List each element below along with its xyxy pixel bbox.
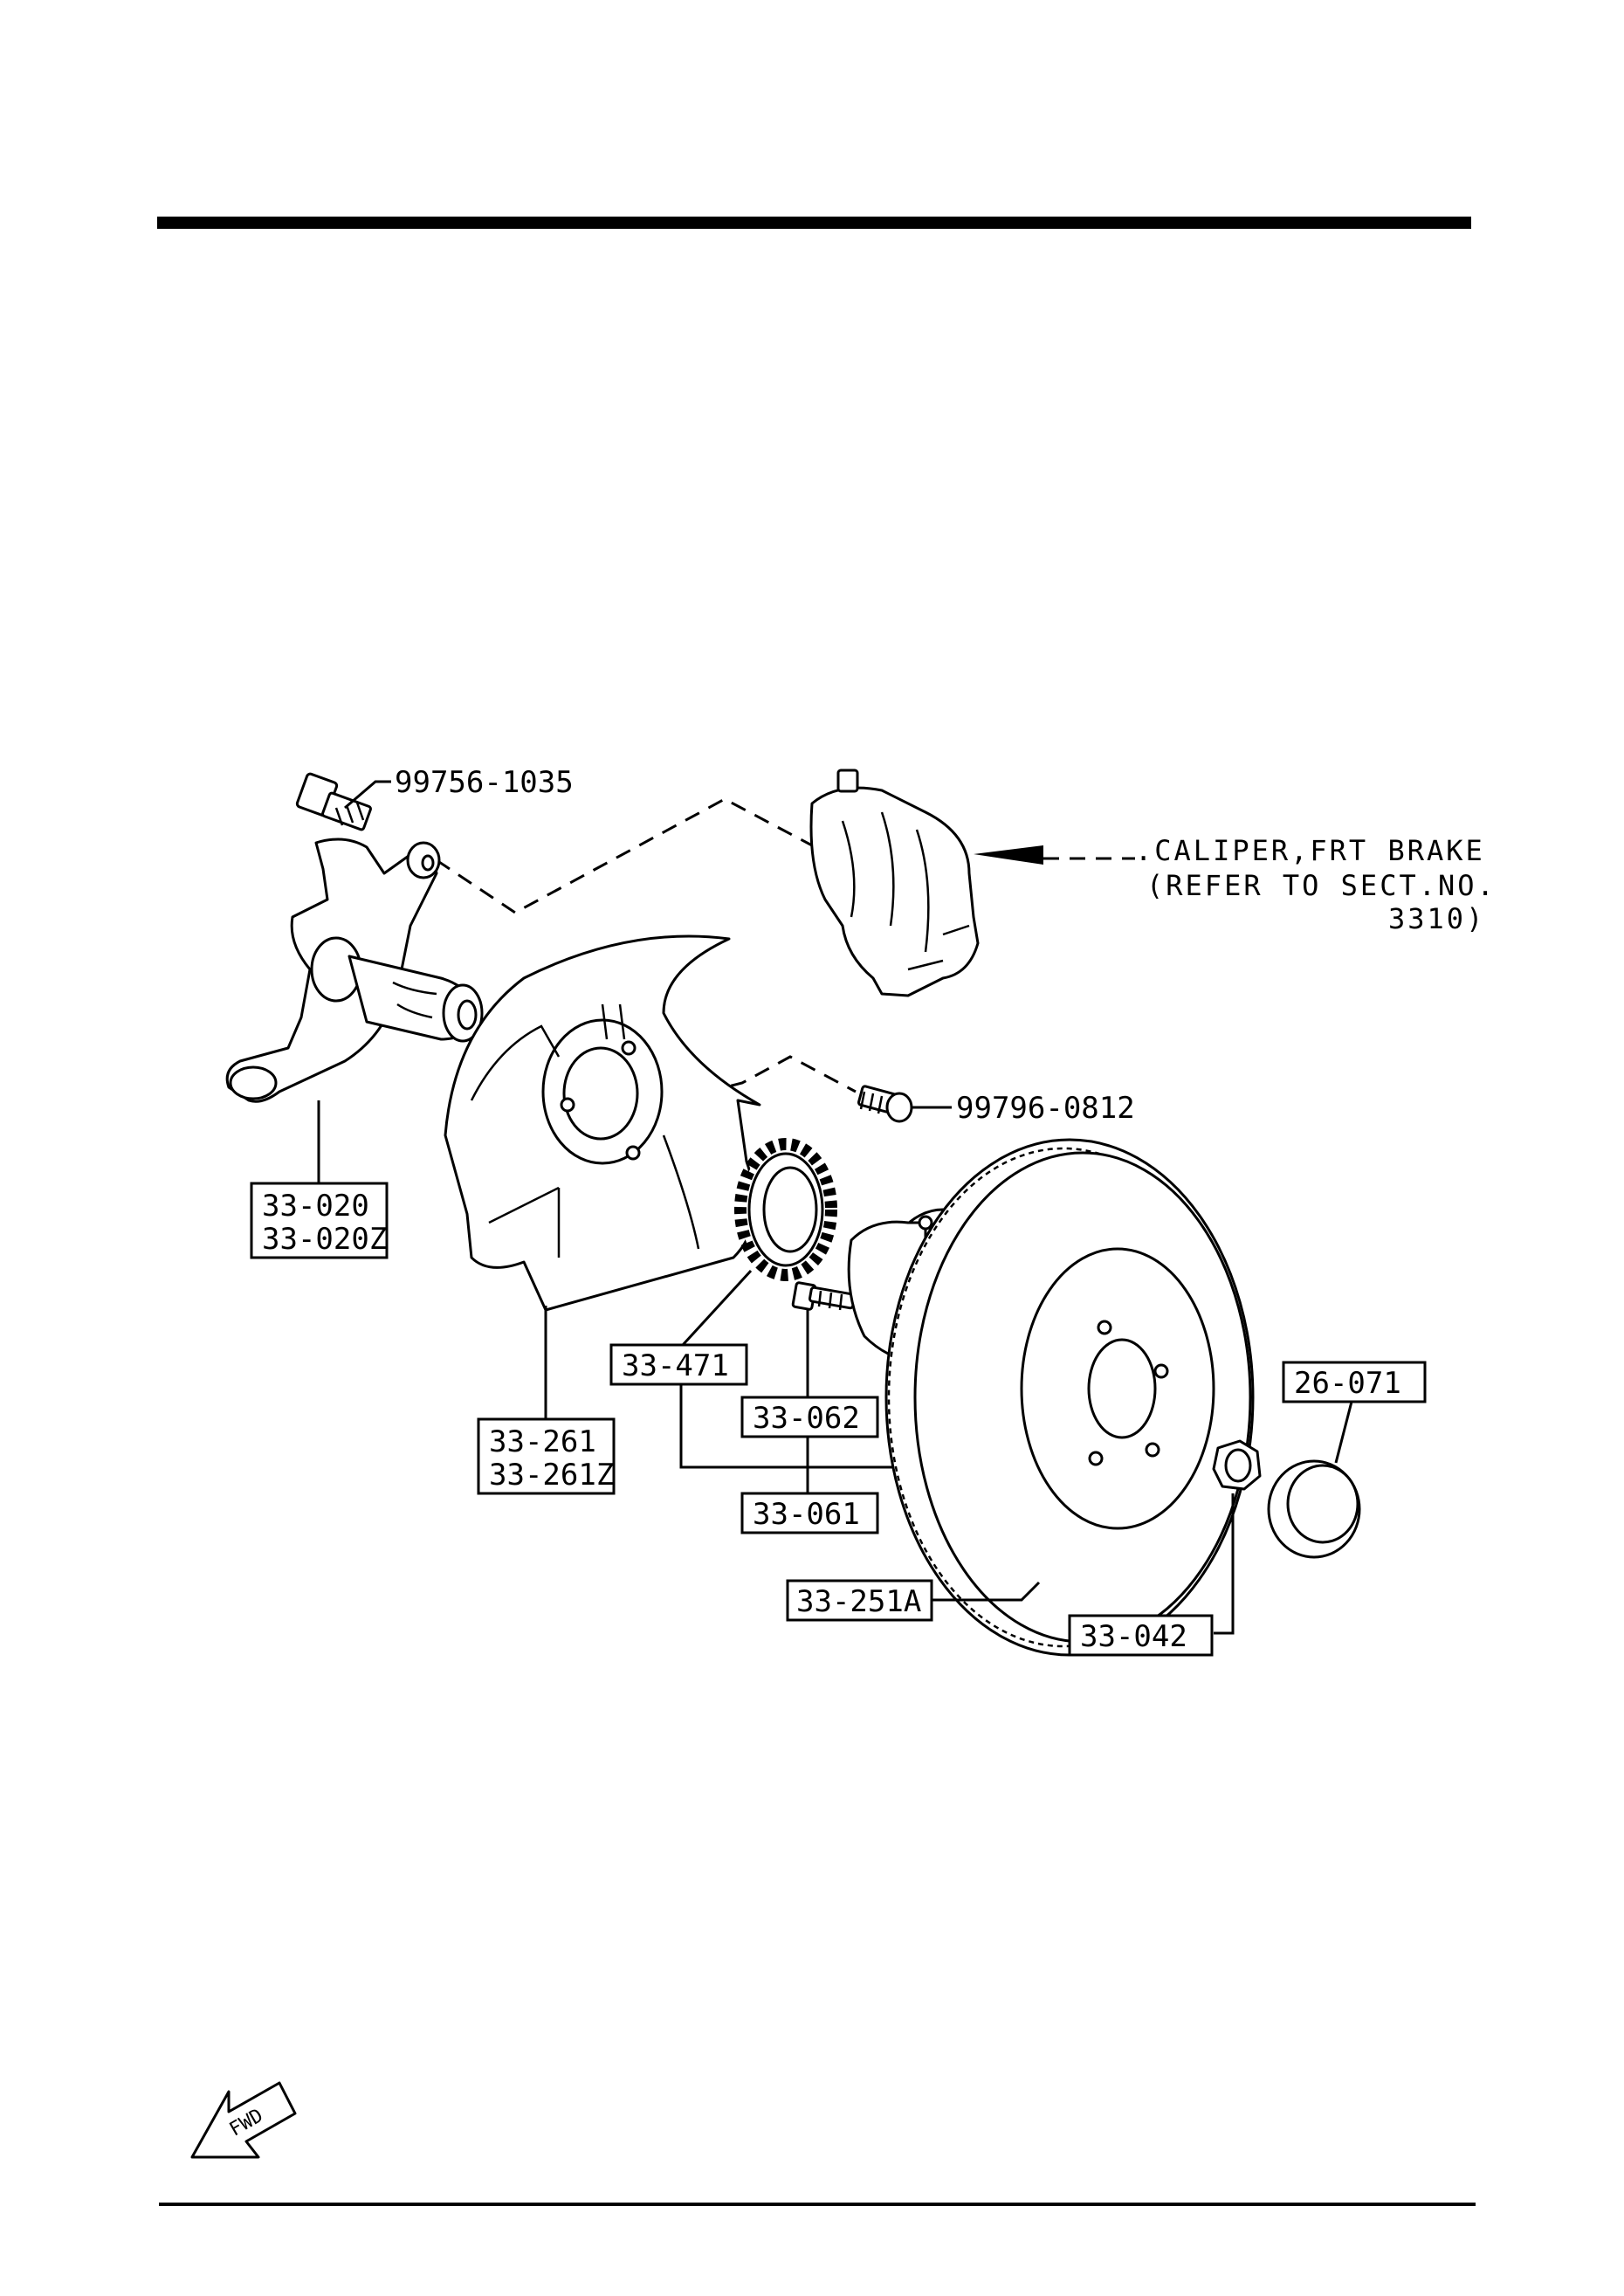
lock-nut-code-box <box>1068 1614 1214 1657</box>
lock-nut-leader <box>1214 1493 1235 1635</box>
shield-dashed-leader <box>654 1055 857 1107</box>
abs-ring-code-box <box>609 1343 748 1386</box>
knuckle-code-2: 33-020Z <box>262 1222 387 1257</box>
shield-bolt-code: 99796-0812 <box>956 1091 1135 1126</box>
bottom-rule <box>159 2203 1476 2206</box>
disc-code-box <box>786 1579 933 1622</box>
hub-bolt-code-box <box>740 1396 879 1438</box>
dust-shield-code-box <box>477 1417 616 1495</box>
lock-nut <box>1212 1439 1262 1491</box>
steering-knuckle <box>225 838 484 1103</box>
abs-sensor-ring <box>734 1138 837 1281</box>
knuckle-bolt <box>295 772 372 831</box>
abs-ring-code: 33-471 <box>622 1348 729 1383</box>
grease-cap <box>1267 1459 1361 1559</box>
knuckle-bolt-leader <box>344 780 391 810</box>
dust-shield <box>444 934 761 1312</box>
knuckle-bolt-code: 99756-1035 <box>395 765 574 800</box>
knuckle-code-box <box>250 1182 389 1259</box>
caliper-label-line2: (REFER TO SECT.NO. <box>1146 869 1497 902</box>
dust-shield-code-1: 33-261 <box>489 1424 596 1459</box>
brake-caliper <box>809 769 980 997</box>
shield-bolt <box>857 1085 913 1123</box>
disc-leader <box>932 1581 1041 1602</box>
hub-bolt <box>791 1281 857 1311</box>
hub-assembly-code-box <box>740 1492 879 1534</box>
fwd-arrow-icon: FWD <box>190 2081 297 2159</box>
disc-code: 33-251A <box>796 1584 921 1619</box>
caliper-label-line1: .CALIPER,FRT BRAKE <box>1135 834 1485 867</box>
caliper-dashed-leader <box>436 797 813 914</box>
dust-shield-code-2: 33-261Z <box>489 1458 614 1493</box>
knuckle-code-1: 33-020 <box>262 1189 369 1224</box>
cap-code-box <box>1282 1361 1427 1403</box>
top-rule <box>157 217 1471 229</box>
brake-disc <box>884 1138 1255 1657</box>
lock-nut-code: 33-042 <box>1080 1619 1187 1654</box>
caliper-label-line3: 3310) <box>1388 902 1485 935</box>
hub-bolt-code: 33-062 <box>753 1401 860 1436</box>
caliper-arrow-icon <box>974 845 1043 865</box>
abs-ring-leader <box>681 1269 753 1347</box>
hub-assembly-code: 33-061 <box>753 1497 860 1532</box>
cap-code: 26-071 <box>1294 1366 1401 1401</box>
cap-leader <box>1334 1401 1353 1464</box>
